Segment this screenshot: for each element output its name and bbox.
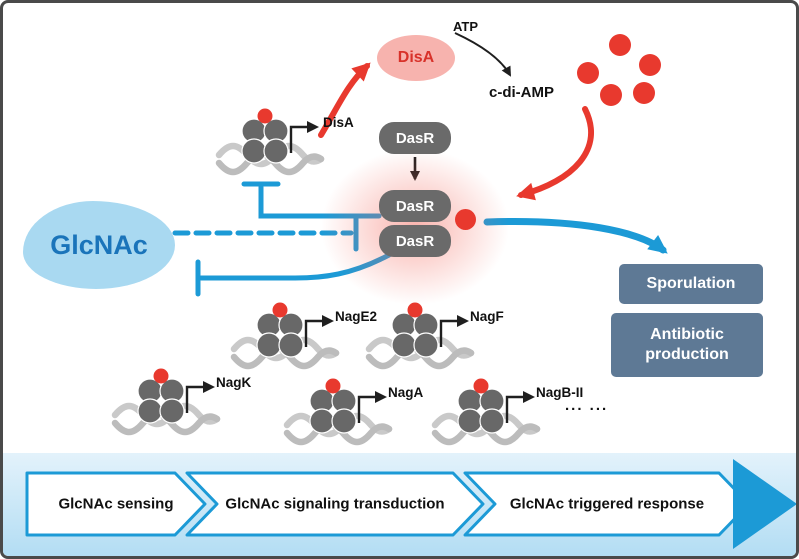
dasr-to-response-arrow (483, 218, 668, 254)
glcnac-blob: GlcNAc (23, 201, 175, 289)
cdiamp-bound-dot (455, 209, 476, 230)
c-di-amp-label: c-di-AMP (489, 84, 554, 101)
stage-label-transduction: GlcNAc signaling transduction (225, 495, 445, 513)
dasr-complex-box-2: DasR (379, 225, 451, 257)
dasr-apo-box: DasR (379, 122, 451, 154)
stage-label-response: GlcNAc triggered response (509, 495, 705, 513)
gene-label-nagf: NagF (470, 309, 504, 324)
diagram-canvas (3, 32, 796, 556)
atp-to-cdiamp-arrow (454, 32, 511, 77)
disa-enzyme-label: DisA (397, 49, 435, 66)
disa-enzyme-ellipse: DisA (377, 35, 455, 81)
antibiotic-production-box: Antibiotic production (611, 313, 763, 377)
atp-label: ATP (453, 19, 479, 34)
gene-unit-disa (219, 109, 321, 173)
gene-unit-nagk (115, 369, 217, 433)
gene-unit-nagf (369, 303, 471, 367)
chevron-stage-3 (463, 471, 751, 537)
gene-unit-nage2 (234, 303, 336, 367)
gene-unit-naga (287, 379, 389, 443)
dasr-apo-label: DasR (395, 129, 435, 147)
cdiamp-molecule-dots (577, 34, 661, 106)
gene-label-nage2: NagE2 (335, 309, 378, 324)
gene-label-nagk: NagK (216, 375, 252, 390)
stage-label-sensing: GlcNAc sensing (58, 495, 174, 513)
sporulation-box: Sporulation (619, 264, 763, 304)
gene-label-naga: NagA (388, 385, 424, 400)
dasr-complex-label-1: DasR (395, 197, 435, 215)
more-genes-ellipsis: ... ... (565, 397, 609, 414)
gene-unit-nagb2 (435, 379, 537, 443)
dasr-complex-box-1: DasR (379, 190, 451, 222)
chevron-stage-2 (185, 471, 485, 537)
disa-gene-to-enzyme-arrow (318, 62, 371, 138)
dasr-complex-label-2: DasR (395, 232, 435, 250)
chevron-stage-1 (25, 471, 207, 537)
gene-label-disa: DisA (323, 115, 354, 130)
sporulation-label: Sporulation (646, 275, 736, 292)
gene-label-nagb2: NagB-II (536, 385, 584, 400)
cdiamp-to-dasr-arrow (516, 106, 594, 201)
stage-arrowhead (733, 459, 796, 549)
antibiotic-production-label: Antibiotic production (645, 326, 729, 363)
glcnac-label: GlcNAc (50, 229, 148, 260)
